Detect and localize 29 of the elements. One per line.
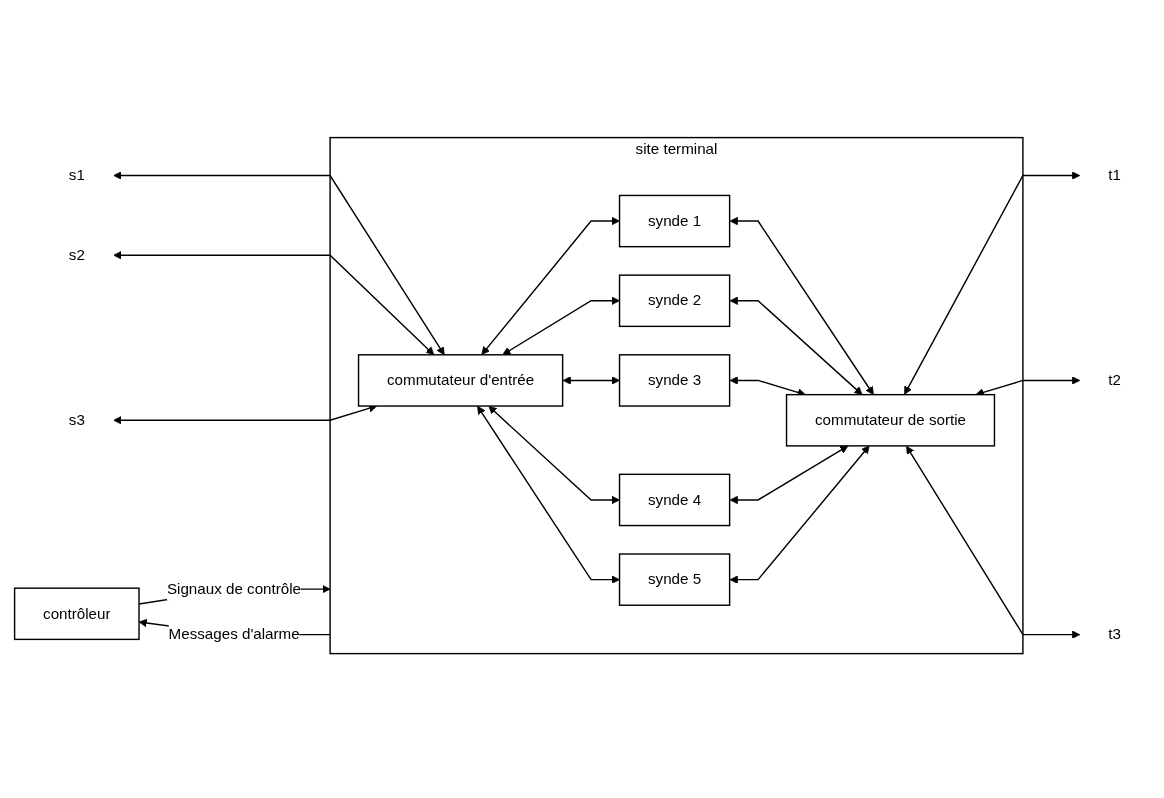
node-text: t2 bbox=[1108, 371, 1121, 389]
node-box: commutateur d'entrée bbox=[357, 354, 564, 407]
node-text: s3 bbox=[68, 411, 85, 428]
node-box: synde 4 bbox=[618, 473, 731, 527]
arrow bbox=[562, 376, 620, 385]
arrow bbox=[481, 216, 620, 355]
arrow bbox=[502, 296, 620, 356]
node-text: t1 bbox=[1108, 167, 1121, 184]
arrow bbox=[904, 171, 1081, 395]
arrow bbox=[113, 251, 435, 356]
node-box: synde 5 bbox=[618, 553, 731, 607]
node-box: synde 2 bbox=[618, 274, 731, 328]
arrow bbox=[488, 406, 620, 505]
node-box: synde 3 bbox=[618, 354, 731, 407]
arrow bbox=[729, 445, 870, 584]
arrow bbox=[113, 171, 445, 356]
arrow bbox=[906, 445, 1081, 639]
arrow bbox=[729, 445, 849, 505]
edge-label: Messages d'alarme bbox=[168, 626, 300, 643]
node-text: s1 bbox=[68, 167, 85, 184]
node-box: contrôleur bbox=[13, 587, 140, 641]
arrow bbox=[477, 406, 620, 584]
node-box: synde 1 bbox=[618, 194, 731, 248]
arrow bbox=[729, 216, 874, 396]
arrow bbox=[729, 296, 863, 396]
edge-label: Signaux de contrôle bbox=[166, 580, 302, 597]
node-text: t3 bbox=[1108, 626, 1121, 643]
node-text: s2 bbox=[68, 246, 85, 263]
node-box: commutateur de sortie bbox=[785, 394, 996, 447]
